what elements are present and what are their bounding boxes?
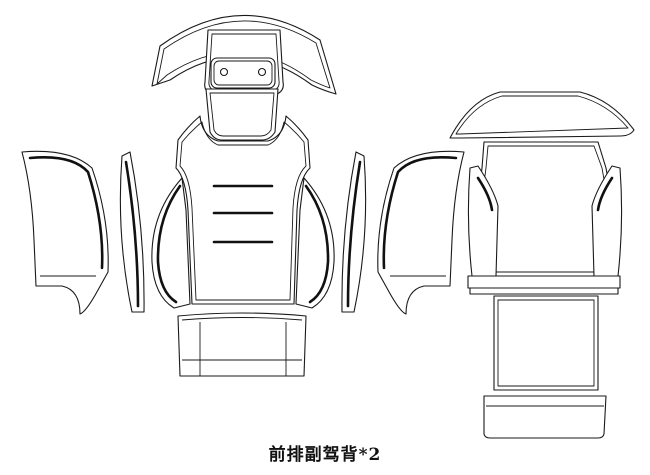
left-seat-pattern-group <box>21 14 465 377</box>
narrow-strip-right <box>341 151 367 313</box>
rear-bottom-band <box>467 275 621 295</box>
headrest-panel <box>204 29 284 96</box>
rear-bottom-skirt <box>483 395 607 439</box>
neck-panel <box>205 88 279 141</box>
headrest-hole-right <box>257 67 267 77</box>
rear-lower-panel <box>493 295 599 391</box>
inner-bolster-right <box>295 177 335 309</box>
inner-bolster-left <box>151 177 191 309</box>
narrow-strip-left <box>119 151 145 313</box>
side-wing-right <box>377 150 465 315</box>
pattern-caption: 前排副驾背*2 <box>268 445 382 465</box>
headrest-hole-left <box>219 67 229 77</box>
rear-side-strip-left <box>467 165 499 277</box>
main-backrest-panel <box>175 115 311 305</box>
right-seat-pattern-group <box>449 91 635 439</box>
side-wing-left <box>21 150 109 315</box>
lower-skirt-panel <box>177 312 307 377</box>
top-cap-panel <box>449 91 635 139</box>
